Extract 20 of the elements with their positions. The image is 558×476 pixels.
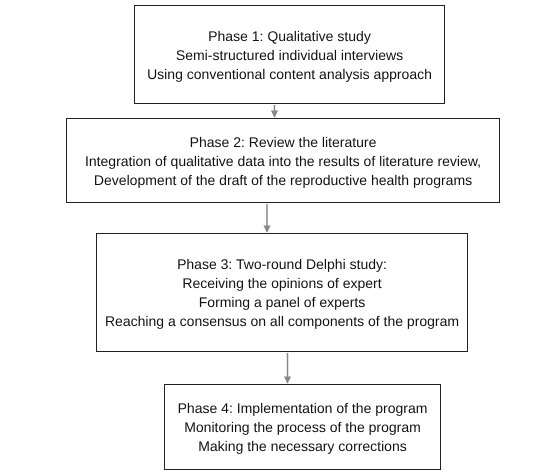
arrow [263, 204, 271, 233]
phase-step: Using conventional content analysis approach [147, 64, 432, 82]
process-box [96, 233, 468, 352]
process-box [164, 384, 441, 470]
arrow [284, 353, 292, 384]
phase-heading: Phase 2: Review the literature [190, 132, 376, 150]
phase-heading: Phase 1: Qualitative study [208, 26, 371, 44]
phase-step: Forming a panel of experts [198, 293, 366, 311]
process-box [66, 118, 500, 203]
phase-step: Integration of qualitative data into the results of literature review, [84, 152, 482, 170]
phase-step: Reaching a consensus on all components of the program [104, 312, 460, 330]
phase-step: Receiving the opinions of expert [182, 274, 382, 292]
phase-step: Monitoring the process of the program [184, 418, 421, 436]
phase-heading: Phase 3: Two-round Delphi study: [177, 255, 387, 273]
phase-step: Making the necessary corrections [198, 437, 407, 455]
process-box [134, 5, 445, 104]
phase-step: Development of the draft of the reproductive health programs [94, 170, 472, 188]
phase-step: Semi-structured individual interviews [176, 46, 404, 64]
phase-heading: Phase 4: Implementation of the program [178, 399, 428, 417]
arrow [270, 105, 278, 118]
